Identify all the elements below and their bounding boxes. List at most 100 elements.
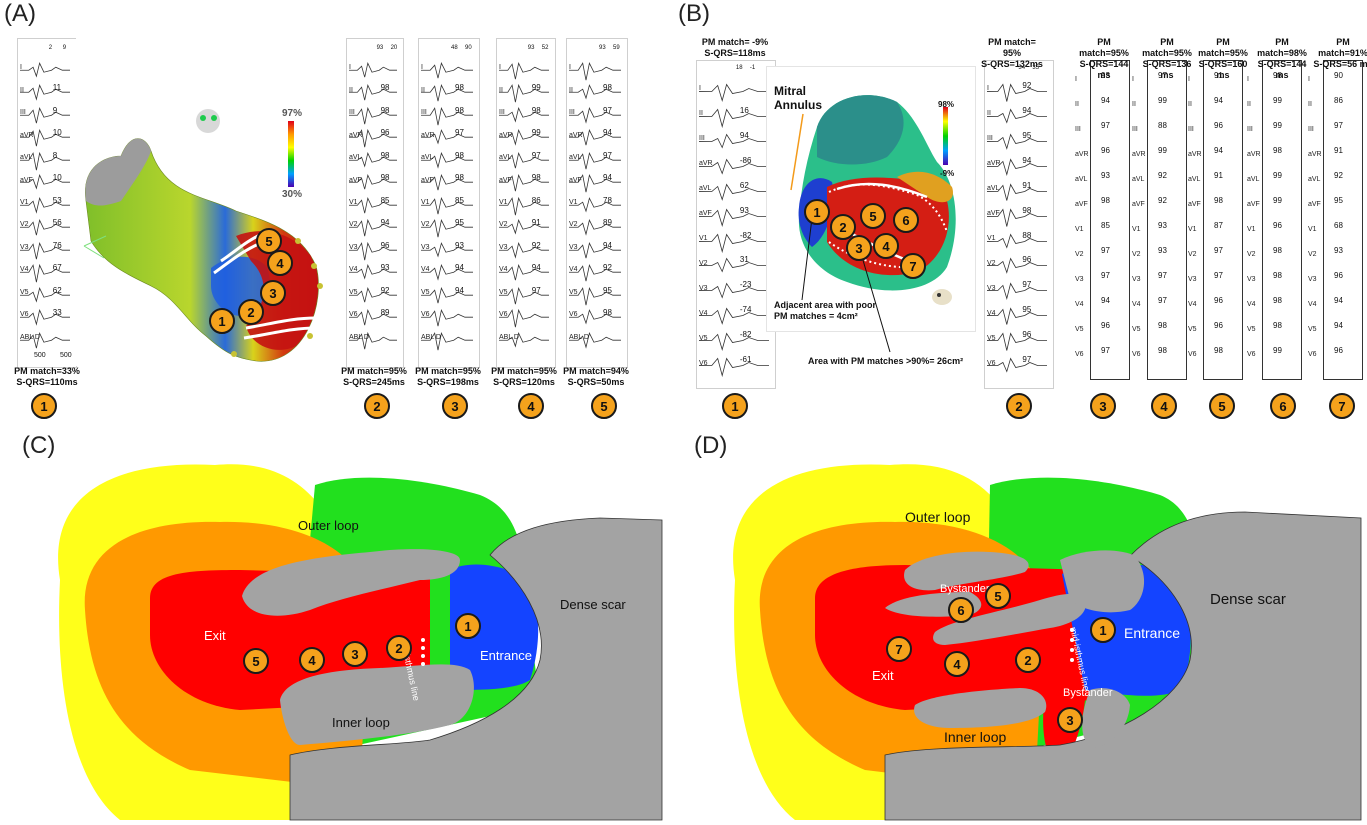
- ecg-trace: [19, 264, 70, 283]
- ecg-lead-label: V1: [1075, 225, 1084, 233]
- ecg-match-value: 97: [531, 285, 541, 295]
- ecg-lead-row: V6: [1308, 344, 1362, 369]
- ecg-top-value: 9: [62, 45, 67, 51]
- panel-b-mitral-line2: Annulus: [774, 98, 822, 112]
- ecg-trace: [348, 331, 397, 349]
- ecg-trace: [986, 282, 1047, 301]
- ecg-match-value: 86: [1334, 96, 1343, 105]
- ecg-match-value: 99: [1273, 196, 1282, 205]
- panel-c-badge: 5: [243, 648, 269, 674]
- panel-d-badge: 7: [886, 636, 912, 662]
- ecg-lead-label: I: [20, 64, 22, 72]
- pm-caption: PM match=94%S-QRS=50ms: [558, 366, 634, 388]
- ecg-lead-label: I: [499, 64, 501, 72]
- ecg-lead-label: V6: [349, 311, 358, 319]
- ecg-lead-row: V1: [1308, 219, 1362, 244]
- ecg-lead-row: aVR: [567, 126, 627, 148]
- ecg-match-value: 96: [1214, 121, 1223, 130]
- pm-caption: PM match= 95%S-QRS=132ms: [978, 37, 1046, 70]
- s-qrs-text: S-QRS=144 ms: [1257, 59, 1307, 80]
- ecg-lead-row: V6: [1247, 344, 1301, 369]
- ecg-match-value: 99: [1273, 121, 1282, 130]
- ecg-lead-row: V2: [419, 216, 479, 238]
- ecg-lead-row: II: [697, 104, 775, 129]
- ecg-trace: [420, 84, 473, 102]
- ecg-trace: [986, 183, 1047, 201]
- ecg-match-value: 98: [455, 173, 464, 183]
- ecg-lead-label: V5: [987, 334, 996, 342]
- ecg-lead-row: aVF: [1188, 194, 1242, 219]
- ecg-lead-row: V6: [985, 353, 1053, 378]
- ecg-lead-label: V4: [699, 309, 708, 317]
- ecg-lead-label: aVL: [1188, 175, 1201, 183]
- ecg-lead-label: V4: [1308, 300, 1317, 308]
- ecg-trace: [348, 151, 397, 168]
- ecg-lead-label: aVF: [699, 210, 712, 218]
- ecg-match-value: 91: [1214, 171, 1223, 180]
- ecg-trace: [568, 106, 621, 124]
- ecg-lead-row: aVR: [18, 126, 76, 148]
- ecg-lead-row: V4: [985, 303, 1053, 328]
- ecg-lead-row: aVL: [1075, 169, 1129, 194]
- panel-d-exit: Exit: [872, 668, 894, 683]
- ecg-lead-row: II: [1075, 94, 1129, 119]
- ecg-match-value: 94: [1214, 96, 1223, 105]
- ecg-match-value: -86: [739, 155, 752, 165]
- ecg-match-value: 94: [455, 263, 464, 273]
- panel-d-entrance: Entrance: [1124, 625, 1181, 641]
- ecg-lead-label: II: [569, 86, 573, 94]
- ecg-lead-label: V2: [499, 221, 508, 229]
- ecg-lead-label: V2: [20, 221, 29, 229]
- ecg-lead-label: I: [1247, 75, 1249, 83]
- ecg-trace: [420, 309, 473, 327]
- ecg-lead-label: V4: [20, 266, 29, 274]
- ecg-lead-label: I: [1188, 75, 1190, 83]
- ecg-match-value: 97: [1101, 346, 1110, 355]
- ecg-lead-row: aVR: [985, 154, 1053, 179]
- ecg-lead-label: V2: [1247, 250, 1256, 258]
- ecg-lead-label: III: [987, 135, 993, 143]
- ecg-lead-row: II: [419, 81, 479, 103]
- ecg-match-value: 98: [1158, 321, 1167, 330]
- panel-b-adjacent-label: Adjacent area with poor PM matches = 4cm…: [774, 300, 876, 322]
- ecg-trace: [986, 207, 1047, 227]
- ecg-top-value: 18: [735, 65, 743, 71]
- ecg-lead-row: V2: [18, 216, 76, 238]
- ecg-trace: [568, 264, 621, 282]
- s-qrs-text: S-QRS=50ms: [567, 377, 625, 387]
- pm-match-text: PM match=95%: [1079, 37, 1129, 58]
- ecg-trace: [986, 332, 1047, 351]
- ecg-trace: [498, 174, 549, 192]
- ecg-match-value: 98: [531, 105, 541, 115]
- panel-d-bystander-bottom: Bystander: [1063, 687, 1113, 699]
- ecg-match-value: 99: [1273, 171, 1282, 180]
- panel-a-map-badge: 4: [267, 250, 293, 276]
- ecg-lead-row: aVL: [567, 149, 627, 171]
- ecg-match-value: 96: [1334, 346, 1343, 355]
- ecg-match-value: 94: [455, 285, 464, 295]
- ecg-match-value: 85: [1101, 221, 1110, 230]
- ecg-trace: [420, 286, 473, 303]
- ecg-trace: [986, 307, 1047, 325]
- ecg-lead-label: V2: [987, 259, 996, 267]
- ecg-match-value: 94: [531, 263, 541, 273]
- ecg-lead-label: III: [569, 109, 575, 117]
- ecg-match-value: 98: [603, 308, 612, 318]
- ecg-top-value: -1: [749, 65, 756, 71]
- ecg-match-value: 89: [380, 308, 390, 318]
- ecg-match-value: 94: [1101, 296, 1110, 305]
- ecg-lead-label: V6: [1075, 350, 1084, 358]
- ecg-lead-row: V4: [1132, 294, 1186, 319]
- panel-c-dense-scar: Dense scar: [560, 597, 626, 612]
- ecg-trace: [420, 241, 473, 258]
- ecg-trace: [986, 257, 1047, 275]
- ecg-lead-label: V4: [349, 266, 358, 274]
- panel-a-axis-value: 500: [60, 352, 72, 359]
- ecg-match-value: 94: [603, 240, 612, 250]
- ecg-lead-label: V3: [987, 284, 996, 292]
- ecg-match-value: 16: [739, 105, 749, 115]
- ecg-lead-label: V5: [569, 288, 578, 296]
- ecg-lead-row: aVL: [1308, 169, 1362, 194]
- pm-match-text: PM match=94%: [563, 366, 629, 376]
